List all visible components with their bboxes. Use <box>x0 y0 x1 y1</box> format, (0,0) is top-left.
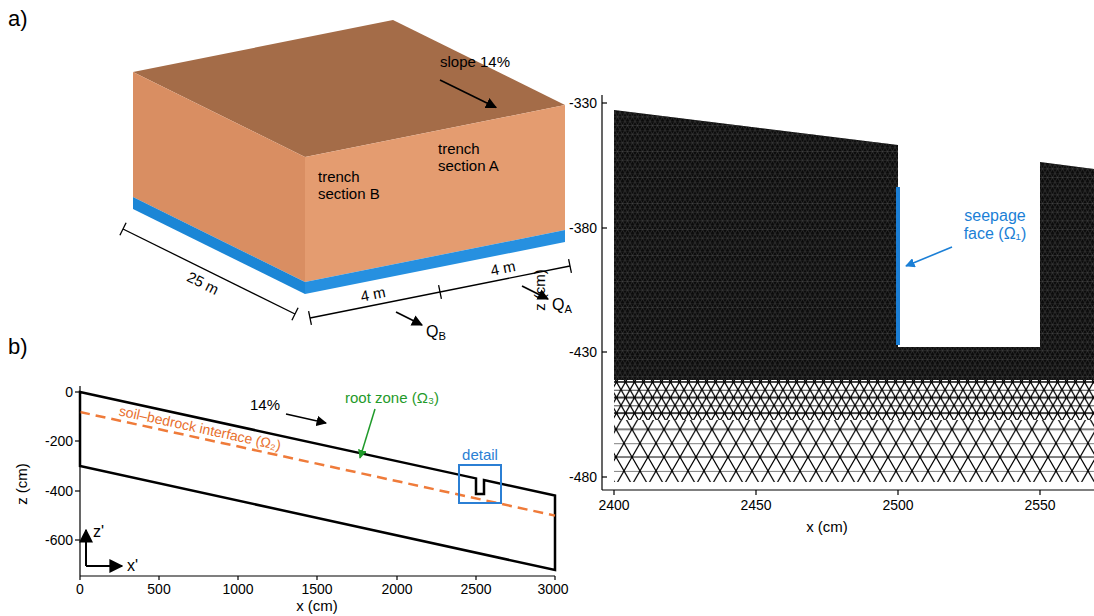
tick-label: 0 <box>76 581 84 597</box>
tick-label: 2500 <box>460 581 491 597</box>
tick-label: -200 <box>45 433 73 449</box>
soil-block <box>133 20 565 294</box>
discharge-label: QB <box>426 323 446 341</box>
tick-label: 2550 <box>1024 497 1055 513</box>
model-domain <box>80 392 555 570</box>
axis-label: x' <box>127 557 138 575</box>
interface-line <box>80 412 555 516</box>
tick-label: -400 <box>45 483 73 499</box>
dimension-label: 4 m <box>489 257 517 279</box>
slope-arrow <box>286 414 326 423</box>
tick-label: 2000 <box>381 581 412 597</box>
tick-label: 500 <box>147 581 170 597</box>
section-label: trench section A <box>438 140 516 175</box>
axis-title: x (cm) <box>806 518 848 535</box>
dimension-label: 25 m <box>184 268 222 298</box>
tick-label: -430 <box>569 344 597 360</box>
axis <box>602 95 1094 495</box>
slope-arrow <box>440 80 496 108</box>
slope-label: slope 14% <box>440 53 510 70</box>
bedrock-layer <box>133 197 305 294</box>
mesh <box>600 100 1094 490</box>
section-label: trench section B <box>318 168 396 203</box>
tick-label: 2450 <box>740 497 771 513</box>
tick-label: -330 <box>569 95 597 111</box>
bedrock-layer <box>305 230 565 294</box>
axis-title: z (cm) <box>531 269 548 311</box>
detail-box: detail <box>458 464 502 504</box>
tick-label: 1500 <box>301 581 332 597</box>
tick-label: -480 <box>569 469 597 485</box>
dimension-label: 4 m <box>359 283 387 305</box>
axis-label: z' <box>93 523 104 541</box>
discharge-arrow <box>396 312 422 325</box>
tick-label: 3000 <box>537 581 568 597</box>
axis-title: z (cm) <box>13 463 30 505</box>
callout-label: seepage face (Ω₁) <box>950 207 1040 244</box>
coordinate-arrow <box>85 530 87 566</box>
leader-line <box>906 247 952 266</box>
slope-label: 14% <box>250 396 280 413</box>
box-heading: detail <box>462 446 498 463</box>
axis <box>75 386 555 580</box>
discharge-label: QA <box>552 296 572 314</box>
tick-label: 0 <box>65 384 73 400</box>
panel-letter: b) <box>8 334 28 359</box>
zone-label: root zone (Ω₃) <box>345 389 439 406</box>
seepage-face <box>896 187 900 345</box>
dimension-line <box>120 223 572 325</box>
leader-line <box>360 409 375 458</box>
tick-label: -600 <box>45 532 73 548</box>
panel-letter: a) <box>8 6 28 31</box>
tick-label: 2500 <box>882 497 913 513</box>
axis-title: x (cm) <box>296 597 338 614</box>
tick-label: 1000 <box>222 581 253 597</box>
trench-face <box>305 105 565 282</box>
coordinate-arrow <box>86 565 122 567</box>
tick-label: -380 <box>569 220 597 236</box>
tick-label: 2400 <box>598 497 629 513</box>
